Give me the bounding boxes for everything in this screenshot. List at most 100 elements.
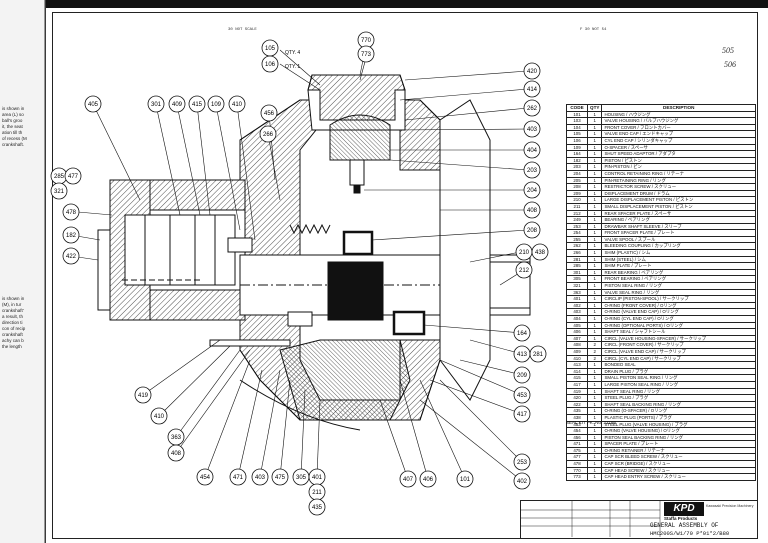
table-cell: 1	[586, 367, 603, 376]
balloon-label: 203	[527, 168, 538, 174]
table-cell: O-SPACER / スペーサ	[601, 143, 756, 152]
balloon-circle	[523, 141, 541, 159]
table-cell: 417	[566, 380, 588, 389]
table-cell: 1	[586, 235, 603, 244]
table-cell: 285	[566, 262, 588, 270]
table-cell: 454	[566, 427, 588, 435]
balloon-label: 105	[265, 46, 276, 52]
balloon-label: 770	[361, 38, 372, 44]
table-cell: 103	[566, 117, 588, 125]
table-cell: 1	[586, 275, 603, 284]
table-cell: 413	[566, 361, 588, 369]
company-address: Kawasaki Precision Machinery	[706, 504, 754, 508]
balloon-circle	[228, 95, 246, 113]
balloon-label: 405	[88, 102, 99, 108]
balloon-circle	[523, 181, 541, 199]
table-cell: 1	[586, 202, 603, 211]
column-header: DESCRIPTION	[601, 104, 756, 112]
table-cell: 1	[586, 176, 603, 185]
balloon-label: 305	[296, 475, 307, 481]
table-cell: 408	[566, 341, 588, 349]
table-cell: 1	[586, 183, 603, 191]
balloon-label: 413	[517, 352, 528, 358]
balloon-label: 417	[517, 412, 528, 418]
balloon-label: 208	[527, 228, 538, 234]
table-cell: 1	[586, 255, 603, 264]
qty-callout: QTY. 4	[285, 50, 300, 56]
drawing-frame	[52, 12, 758, 539]
balloon-circle	[523, 62, 541, 80]
table-cell: O-RING (CYL END CAP) / Oリング	[601, 315, 756, 323]
balloon-label: 281	[533, 352, 544, 358]
balloon-label: 438	[535, 250, 546, 256]
table-cell: 456	[566, 433, 588, 442]
table-cell: 101	[566, 110, 588, 119]
left-page-line: is shown in	[2, 106, 25, 111]
company-logo: KPD	[664, 502, 704, 516]
scale-note: F 30 NOT 54	[580, 28, 607, 32]
balloon-label: 422	[66, 254, 77, 260]
balloon-circle	[513, 324, 531, 342]
balloon-circle	[261, 55, 279, 73]
table-cell: 405	[566, 321, 588, 330]
table-cell: CIRCL (FRONT COVER) / サークリップ	[601, 341, 756, 349]
table-cell: 208	[566, 183, 588, 191]
balloon-label: 164	[517, 331, 528, 337]
table-cell: 1	[586, 163, 603, 171]
table-cell: 1	[586, 301, 603, 310]
qty-callout: QTY. 1	[285, 64, 300, 70]
handwritten-note: 505	[722, 46, 734, 55]
balloon-circle	[207, 95, 225, 113]
table-cell: 1	[586, 196, 603, 204]
balloon-label: 478	[66, 210, 77, 216]
balloon-label: 211	[312, 490, 322, 496]
table-cell: O-RING (OPTIONAL PORTS) / Oリング	[601, 321, 756, 330]
table-cell: 406	[566, 328, 588, 336]
table-cell: DRAWBAR SHAFT SLEEVE / スリーブ	[601, 222, 756, 231]
balloon-label: 414	[527, 87, 538, 93]
balloon-circle	[150, 407, 168, 425]
balloon-label: 301	[151, 102, 162, 108]
table-cell: 1	[586, 209, 603, 218]
balloon-circle	[456, 470, 474, 488]
table-cell: 1	[586, 387, 603, 396]
table-cell: 249	[566, 216, 588, 224]
balloon-circle	[50, 182, 68, 200]
table-cell: 1	[586, 282, 603, 290]
table-cell: 1	[586, 374, 603, 382]
table-cell: 475	[566, 446, 588, 455]
table-cell: SHAFT SEAL / シャフトシール	[601, 328, 756, 336]
table-cell: 1	[586, 440, 603, 448]
balloon-label: 209	[517, 373, 528, 379]
balloon-circle	[308, 498, 326, 516]
table-cell: 1	[586, 328, 603, 336]
table-cell: 209	[566, 189, 588, 198]
balloon-label: 321	[54, 189, 65, 195]
column-header: CODE	[566, 104, 588, 112]
table-cell: 2	[586, 341, 603, 349]
table-cell: 253	[566, 222, 588, 231]
table-cell: 281	[566, 255, 588, 264]
table-cell: 1	[586, 427, 603, 435]
table-cell: 477	[566, 453, 588, 462]
balloon-circle	[188, 95, 206, 113]
table-cell: 1	[586, 407, 603, 415]
table-cell: 1	[586, 229, 603, 237]
table-cell: 105	[566, 130, 588, 138]
table-cell: 1	[586, 321, 603, 330]
table-cell: 1	[586, 249, 603, 257]
table-cell: 407	[566, 334, 588, 343]
